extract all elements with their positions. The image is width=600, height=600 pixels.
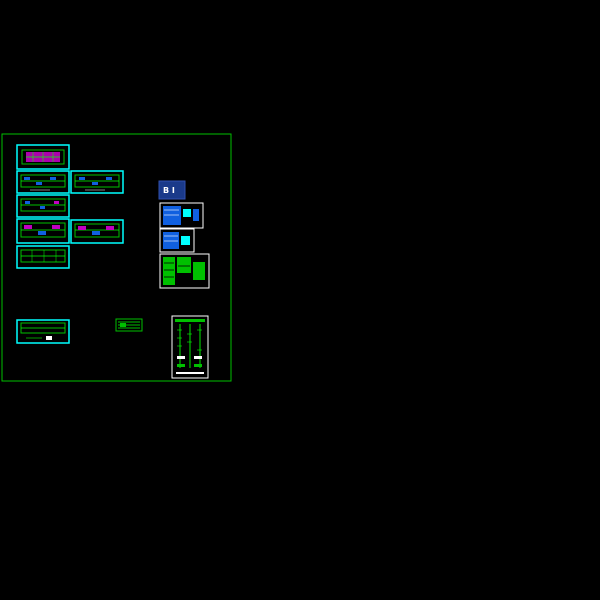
title-block-tag[interactable]: B I [158,180,186,200]
floor-plan-sheet-7[interactable] [16,245,70,269]
block-tag-label: B I [163,186,175,195]
system-diagram-sheet[interactable] [171,315,209,379]
floor-plan-sheet-6[interactable] [70,219,124,244]
floor-plan-sheet-2[interactable] [16,170,70,194]
floor-plan-sheet-5[interactable] [16,218,70,244]
detail-block[interactable] [115,318,143,332]
legend-sheet[interactable] [159,253,210,289]
floor-plan-sheet-4[interactable] [16,194,70,218]
floor-plan-sheet-8[interactable] [16,319,70,344]
floor-plan-sheet-1[interactable] [16,144,70,170]
notes-sheet-1[interactable] [159,202,204,229]
floor-plan-sheet-3[interactable] [70,170,124,194]
drawing-frame [1,133,232,382]
notes-sheet-2[interactable] [159,228,195,253]
